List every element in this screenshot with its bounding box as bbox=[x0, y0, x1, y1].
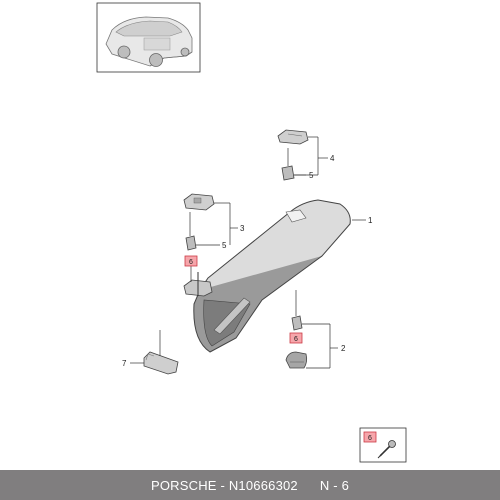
part-1-sun-visor bbox=[193, 199, 351, 353]
callout-3[interactable]: 3 bbox=[240, 224, 245, 233]
callout-7[interactable]: 7 bbox=[122, 359, 127, 368]
footer-bar: PORSCHE - N10666302 N - 6 bbox=[0, 470, 500, 500]
part-6-badge-right[interactable]: 6 bbox=[289, 332, 303, 344]
callout-5-left[interactable]: 5 bbox=[222, 241, 227, 250]
footer-brand: PORSCHE bbox=[150, 477, 217, 493]
part-5-holder-left bbox=[185, 235, 197, 251]
legend-frame bbox=[359, 427, 407, 463]
part-2-hook bbox=[285, 315, 308, 369]
visor-pivot-mount bbox=[183, 272, 213, 297]
callout-2[interactable]: 2 bbox=[341, 344, 346, 353]
part-6-badge-legend[interactable]: 6 bbox=[363, 431, 377, 443]
part-3-clip-upper-left bbox=[183, 193, 215, 211]
callout-5-right[interactable]: 5 bbox=[309, 171, 314, 180]
callout-4[interactable]: 4 bbox=[330, 154, 335, 163]
badge-label: 6 bbox=[368, 435, 372, 442]
part-6-badge-left[interactable]: 6 bbox=[184, 255, 198, 267]
vehicle-thumbnail bbox=[96, 2, 201, 73]
part-4-clip-upper-right bbox=[277, 129, 309, 145]
footer-ref: N - 6 bbox=[319, 477, 350, 493]
footer-part-number: N10666302 bbox=[228, 477, 298, 493]
car-icon bbox=[105, 16, 193, 67]
leader-lines bbox=[130, 136, 366, 369]
badge-label: 6 bbox=[189, 259, 193, 266]
part-5-holder-right bbox=[281, 165, 295, 181]
part-6-screw-icon bbox=[377, 440, 396, 459]
footer-dash: - bbox=[216, 477, 229, 493]
part-7-cover bbox=[143, 351, 179, 375]
badge-label: 6 bbox=[294, 336, 298, 343]
callout-1[interactable]: 1 bbox=[368, 216, 373, 225]
